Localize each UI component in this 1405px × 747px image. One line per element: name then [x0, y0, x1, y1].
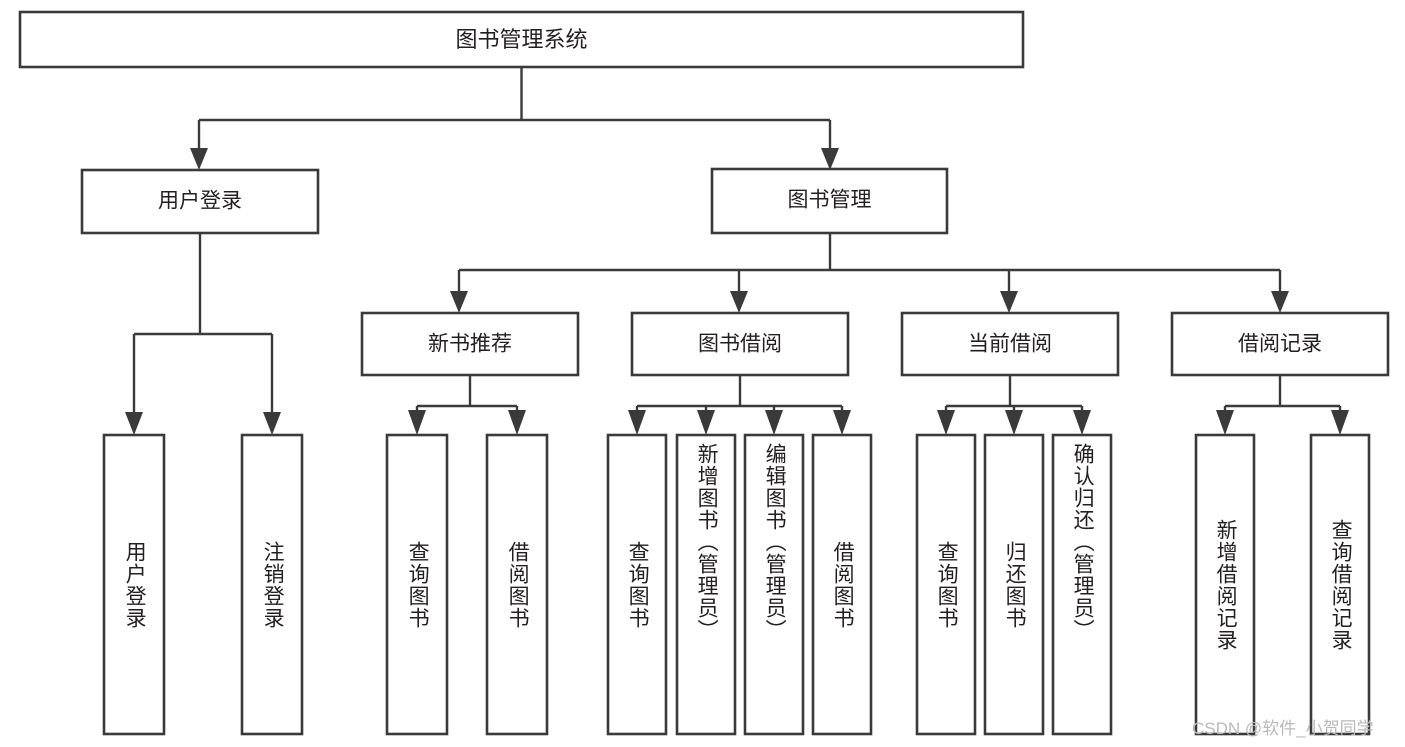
arrow-book-manage-to-current-borrow — [1000, 291, 1018, 313]
node-leaf-borrow-book-2-box[interactable] — [811, 433, 873, 736]
node-book-manage-label: 图书管理 — [788, 189, 872, 212]
node-new-book-recommend-box[interactable] — [360, 311, 580, 377]
node-borrow-record-label: 借阅记录 — [1238, 333, 1322, 356]
arrow-borrow-record-leaf-2 — [1331, 410, 1349, 435]
node-book-borrow[interactable]: 图书借阅 — [630, 311, 850, 377]
node-root-label: 图书管理系统 — [455, 27, 587, 52]
arrow-current-borrow-leaf-3 — [1073, 410, 1091, 435]
arrow-borrow-record-leaf-1 — [1216, 410, 1234, 435]
node-new-book-recommend-label: 新书推荐 — [428, 333, 512, 356]
arrow-new-book-leaf-1 — [408, 410, 426, 435]
node-leaf-edit-book-box[interactable] — [743, 433, 805, 736]
node-root-box[interactable] — [18, 10, 1025, 69]
arrow-book-manage-to-book-borrow — [730, 291, 748, 313]
arrow-user-login-leaf-2 — [263, 412, 281, 435]
node-book-borrow-label: 图书借阅 — [698, 333, 782, 356]
node-root[interactable]: 图书管理系统 — [18, 10, 1025, 69]
arrow-book-borrow-leaf-3 — [765, 410, 783, 435]
node-book-manage-box[interactable] — [710, 167, 949, 235]
node-current-borrow[interactable]: 当前借阅 — [900, 311, 1120, 377]
arrow-root-to-user-login — [190, 148, 208, 170]
arrow-book-manage-to-borrow-record — [1271, 291, 1289, 313]
node-leaf-borrow-book-1-box[interactable] — [485, 433, 549, 736]
node-leaf-query-book-2-box[interactable] — [606, 433, 668, 736]
connectors-layer — [125, 67, 1349, 435]
node-leaf-query-book-1-box[interactable] — [385, 433, 449, 736]
node-leaf-confirm-return-box[interactable] — [1051, 433, 1113, 736]
node-leaf-logout-box[interactable] — [240, 433, 304, 736]
node-new-book-recommend[interactable]: 新书推荐 — [360, 311, 580, 377]
node-leaf-query-book-3-box[interactable] — [915, 433, 977, 736]
arrow-current-borrow-leaf-2 — [1005, 410, 1023, 435]
node-user-login-box[interactable] — [80, 168, 320, 235]
node-leaf-add-book-box[interactable] — [675, 433, 737, 736]
node-current-borrow-label: 当前借阅 — [968, 333, 1052, 356]
arrow-book-borrow-leaf-1 — [628, 410, 646, 435]
arrow-book-manage-to-new-book — [450, 291, 468, 313]
arrow-book-borrow-leaf-2 — [697, 410, 715, 435]
node-book-manage[interactable]: 图书管理 — [710, 167, 949, 235]
arrow-new-book-leaf-2 — [508, 410, 526, 435]
leaf-boxes-layer — [102, 433, 1371, 736]
arrow-root-to-book-manage — [821, 148, 839, 170]
node-borrow-record-box[interactable] — [1170, 311, 1390, 377]
node-user-login-label: 用户登录 — [158, 190, 242, 213]
node-borrow-record[interactable]: 借阅记录 — [1170, 311, 1390, 377]
node-user-login[interactable]: 用户登录 — [80, 168, 320, 235]
arrow-current-borrow-leaf-1 — [937, 410, 955, 435]
node-leaf-query-record-box[interactable] — [1309, 433, 1371, 736]
node-book-borrow-box[interactable] — [630, 311, 850, 377]
node-leaf-add-record-box[interactable] — [1194, 433, 1256, 736]
node-leaf-user-login-box[interactable] — [102, 433, 166, 736]
arrow-user-login-leaf-1 — [125, 412, 143, 435]
arrow-book-borrow-leaf-4 — [833, 410, 851, 435]
node-leaf-return-book-box[interactable] — [983, 433, 1045, 736]
node-current-borrow-box[interactable] — [900, 311, 1120, 377]
